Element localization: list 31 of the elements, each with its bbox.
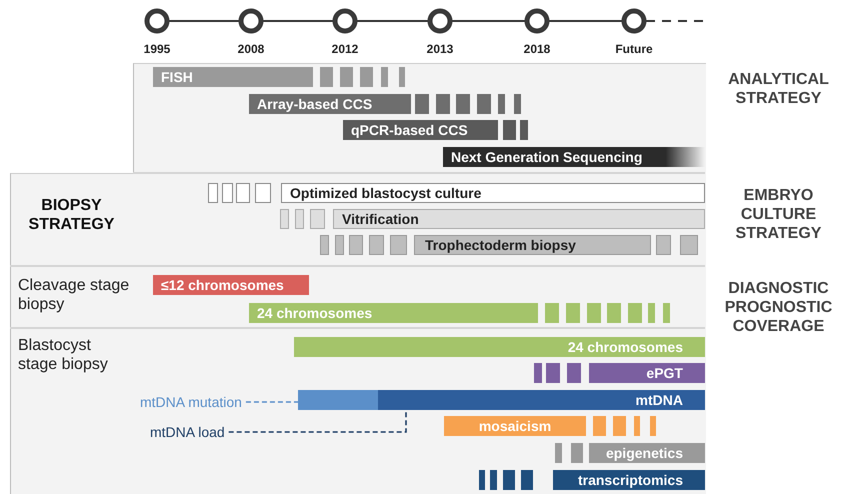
year-label: 2018	[524, 42, 550, 56]
section-heading: ANALYTICAL STRATEGY	[727, 70, 830, 108]
callout-text: mtDNA mutation	[140, 393, 242, 411]
row-label: Blastocyst stage biopsy	[18, 336, 109, 374]
section-heading: DIAGNOSTIC PROGNOSTIC COVERAGE	[724, 279, 834, 336]
year-label: Future	[615, 42, 653, 56]
timeline-bar: Next Generation Sequencing	[443, 147, 705, 167]
timeline-bar: Vitrification	[333, 209, 705, 229]
timeline-bar: 24 chromosomes	[294, 337, 705, 357]
callout-text: mtDNA load	[150, 423, 225, 441]
year-label: 2008	[238, 42, 264, 56]
timeline-bar: transcriptomics	[553, 470, 705, 490]
year-label: 2013	[426, 42, 454, 56]
section-heading: EMBRYO CULTURE STRATEGY	[734, 186, 822, 243]
timeline-bar: ePGT	[589, 363, 705, 383]
section-heading: BIOPSY STRATEGY	[28, 196, 116, 234]
timeline-bar: ≤12 chromosomes	[153, 275, 309, 295]
row-label: Cleavage stage biopsy	[18, 276, 130, 314]
year-label: 2012	[332, 42, 358, 56]
timeline-bar: Array-based CCS	[249, 94, 411, 114]
timeline-bar: mosaicism	[444, 416, 586, 436]
timeline-bar: Optimized blastocyst culture	[281, 183, 705, 203]
leader-line	[246, 401, 298, 403]
year-label: 1995	[144, 42, 170, 56]
timeline-bar: qPCR-based CCS	[343, 120, 498, 140]
timeline-bar: Trophectoderm biopsy	[414, 235, 651, 255]
timeline-bar: epigenetics	[589, 443, 705, 463]
leader-line	[228, 410, 407, 433]
timeline-bar: 24 chromosomes	[249, 303, 538, 323]
timeline-bar: mtDNA	[298, 390, 705, 410]
timeline-bar: FISH	[153, 67, 313, 87]
